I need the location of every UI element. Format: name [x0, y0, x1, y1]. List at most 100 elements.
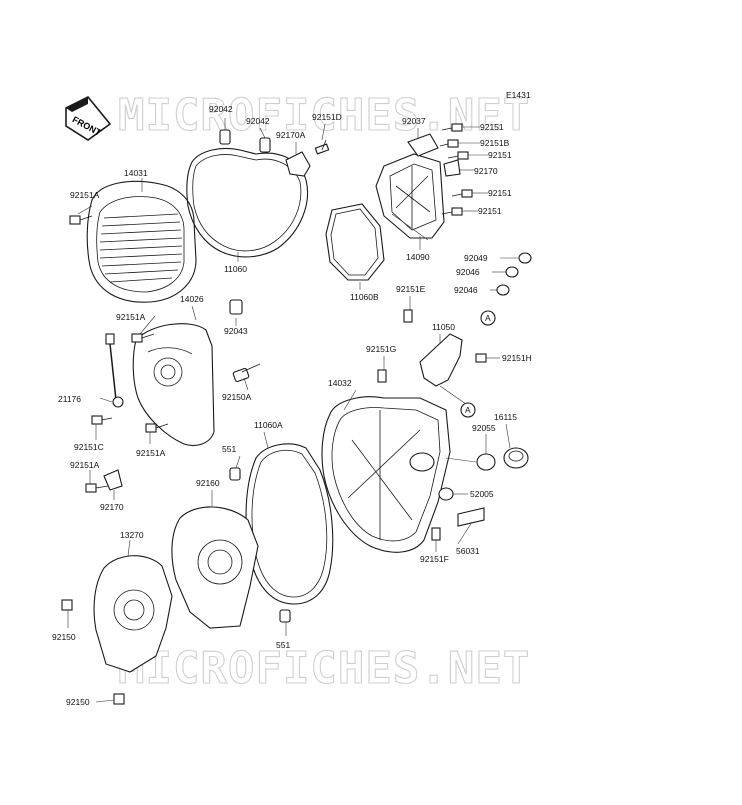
bolt-92150-b — [113, 693, 125, 705]
clutch-cover-14032 — [321, 396, 451, 553]
dowel-551-bottom — [279, 609, 291, 623]
callout-a-top-text: A — [485, 313, 491, 323]
sprocket-cover-14090 — [375, 153, 445, 239]
label-92042-b: 92042 — [246, 116, 270, 126]
bolt-92151h — [475, 353, 487, 363]
pin-92150a — [232, 363, 261, 383]
label-14032: 14032 — [328, 378, 352, 388]
label-92037: 92037 — [402, 116, 426, 126]
bolt-92151b — [439, 139, 459, 148]
label-92151-a: 92151 — [480, 122, 504, 132]
bolt-92151a-left — [69, 215, 93, 225]
label-92151c: 92151C — [74, 442, 104, 452]
gasket-11060b — [325, 203, 385, 281]
label-16115: 16115 — [494, 412, 517, 422]
label-92160: 92160 — [196, 478, 220, 488]
bolt-92151a-lower — [145, 423, 169, 433]
label-92043: 92043 — [224, 326, 248, 336]
bolt-92150-a — [61, 599, 73, 611]
label-11060: 11060 — [224, 264, 247, 274]
bracket-11050 — [419, 333, 463, 387]
label-92151a-d: 92151A — [70, 460, 100, 470]
label-11050: 11050 — [432, 322, 455, 332]
label-92151a-a: 92151A — [70, 190, 100, 200]
bolt-92151-r4 — [441, 207, 463, 216]
dowel-92042-a — [219, 129, 231, 145]
bolt-92151a-bottom — [85, 483, 109, 493]
label-13270: 13270 — [120, 530, 144, 540]
bolt-92151g — [377, 369, 387, 383]
watermark-bottom: MICROFICHES.NET — [118, 643, 530, 694]
label-92046-a: 92046 — [456, 267, 480, 277]
inner-cover-14026 — [132, 323, 215, 447]
seal-52005 — [438, 487, 454, 501]
dowel-92043 — [229, 299, 243, 315]
label-92151-d: 92151 — [478, 206, 502, 216]
label-92151f: 92151F — [420, 554, 449, 564]
dowel-92042-b — [259, 137, 271, 153]
label-21176: 21176 — [58, 394, 81, 404]
filler-cap-16115 — [503, 447, 529, 469]
gasket-11060 — [186, 147, 309, 258]
bolt-92151-r3 — [451, 189, 473, 198]
label-92170-b: 92170 — [100, 502, 124, 512]
leader-lines — [67, 118, 518, 703]
bolt-92151a-mid — [131, 333, 155, 343]
clamp-92170a — [285, 151, 311, 177]
diagram-code: E1431 — [506, 90, 531, 100]
callout-a-top — [480, 310, 496, 326]
label-92151h: 92151H — [502, 353, 532, 363]
plate-13270 — [93, 555, 173, 673]
dowel-551-top — [229, 467, 241, 481]
clamp-92170-lower — [103, 469, 123, 491]
watermark-top: MICROFICHES.NET — [118, 90, 530, 141]
label-92170-a: 92170 — [474, 166, 498, 176]
label-92151e: 92151E — [396, 284, 426, 294]
bracket-92037 — [407, 133, 439, 157]
part-labels: 92042 92042 92151D 92170A 92037 92151 92… — [52, 104, 532, 707]
bolt-92151c — [91, 415, 113, 425]
generator-cover-14031 — [86, 180, 197, 303]
label-92151d: 92151D — [312, 112, 342, 122]
label-92055: 92055 — [472, 423, 496, 433]
bolt-92151f — [431, 527, 441, 541]
label-11060b: 11060B — [350, 292, 379, 302]
label-92151g: 92151G — [366, 344, 396, 354]
label-92150-a: 92150 — [52, 632, 76, 642]
label-14026: 14026 — [180, 294, 204, 304]
bolt-92151e — [403, 309, 413, 323]
label-92150-b: 92150 — [66, 697, 90, 707]
label-14090: 14090 — [406, 252, 430, 262]
label-92150a: 92150A — [222, 392, 252, 402]
label-11060a: 11060A — [254, 420, 283, 430]
washer-92049 — [518, 252, 532, 264]
bolt-92151-r2 — [447, 151, 469, 160]
o-ring-92055 — [476, 453, 496, 471]
label-52005: 52005 — [470, 489, 494, 499]
plate-92160 — [171, 506, 259, 629]
label-92151a-b: 92151A — [116, 312, 146, 322]
label-92151a-c: 92151A — [136, 448, 166, 458]
bolt-92151-r1 — [441, 123, 463, 132]
callout-a-bottom — [460, 402, 476, 418]
callout-a-bottom-text: A — [465, 405, 471, 415]
label-92049: 92049 — [464, 253, 488, 263]
clamp-92170-r — [443, 159, 461, 177]
sensor-21176 — [105, 333, 124, 408]
label-92046-b: 92046 — [454, 285, 478, 295]
label-14031: 14031 — [124, 168, 148, 178]
label-551-b: 551 — [276, 640, 290, 650]
label-551-a: 551 — [222, 444, 236, 454]
seal-92046-b — [496, 284, 510, 296]
label-92170a: 92170A — [276, 130, 306, 140]
front-direction-badge: FRONT — [65, 95, 112, 141]
label-92151b: 92151B — [480, 138, 510, 148]
label-92151-b: 92151 — [488, 150, 512, 160]
seal-92046-a — [505, 266, 519, 278]
label-56031 — [457, 507, 485, 527]
label-92151-c: 92151 — [488, 188, 512, 198]
label-92042-a: 92042 — [209, 104, 233, 114]
label-56031: 56031 — [456, 546, 480, 556]
